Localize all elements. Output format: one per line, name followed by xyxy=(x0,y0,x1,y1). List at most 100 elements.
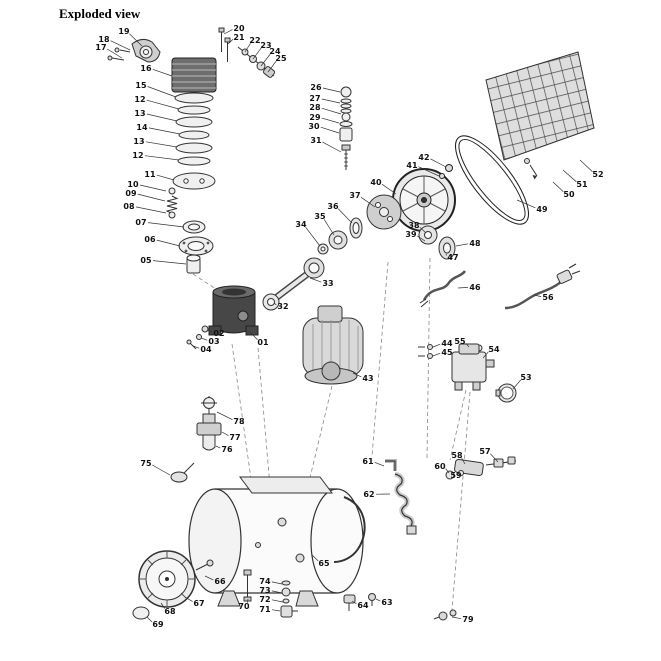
leader-line xyxy=(192,345,200,349)
part-number-label: 45 xyxy=(441,348,453,357)
part-number-label: 74 xyxy=(259,577,271,586)
piston-parts xyxy=(178,220,214,274)
leader-line xyxy=(351,600,357,605)
part-number-label: 54 xyxy=(488,345,500,354)
leader-line xyxy=(146,616,153,623)
leader-line xyxy=(267,60,277,73)
motor-cable-icon xyxy=(419,270,467,308)
part-number-label: 42 xyxy=(418,153,429,162)
leader-line xyxy=(144,155,180,161)
part-number-label: 21 xyxy=(233,33,245,42)
leader-line xyxy=(247,598,249,603)
part-number-label: 71 xyxy=(259,605,271,614)
leader-line xyxy=(135,206,167,214)
leader-line xyxy=(271,581,283,585)
leader-line xyxy=(516,199,536,209)
part-number-label: 72 xyxy=(259,595,270,604)
valve-spring-set xyxy=(165,187,179,219)
leader-line xyxy=(512,379,522,390)
leader-line xyxy=(579,159,593,172)
part-number-label: 04 xyxy=(200,345,212,354)
leader-line xyxy=(451,616,462,620)
leader-line xyxy=(445,468,450,474)
part-number-label: 10 xyxy=(127,180,139,189)
part-number-label: 25 xyxy=(275,54,287,63)
leader-line xyxy=(455,243,469,247)
discharge-hose xyxy=(385,459,417,535)
part-number-label: 40 xyxy=(370,178,382,187)
part-number-label: 53 xyxy=(520,373,531,382)
leader-line xyxy=(184,596,193,602)
leader-line xyxy=(223,29,233,35)
leader-line xyxy=(360,196,376,208)
part-number-label: 57 xyxy=(479,447,490,456)
leader-line xyxy=(148,127,181,135)
part-number-label: 68 xyxy=(164,607,176,616)
leader-line xyxy=(200,337,208,341)
leader-line xyxy=(419,227,427,234)
leader-line xyxy=(417,235,426,242)
part-number-label: 16 xyxy=(140,64,152,73)
part-number-label: 32 xyxy=(277,302,288,311)
head-bolts xyxy=(218,27,231,62)
leader-line xyxy=(215,445,221,449)
part-number-label: 12 xyxy=(134,95,145,104)
part-number-label: 09 xyxy=(125,189,137,198)
part-number-label: 38 xyxy=(408,221,420,230)
part-number-label: 08 xyxy=(123,202,135,211)
part-number-label: 15 xyxy=(135,81,147,90)
part-number-label: 01 xyxy=(257,338,269,347)
leader-line xyxy=(321,98,341,104)
leader-line xyxy=(146,113,178,122)
leader-line xyxy=(139,184,167,192)
regulator-assembly xyxy=(170,396,222,483)
motor-bolts xyxy=(418,344,433,359)
leader-line xyxy=(562,169,577,183)
leader-line xyxy=(311,554,319,562)
part-number-label: 50 xyxy=(563,190,575,199)
leader-line xyxy=(221,431,229,437)
part-number-label: 51 xyxy=(576,180,588,189)
leader-line xyxy=(107,48,123,59)
part-number-label: 64 xyxy=(357,601,369,610)
fitting-79 xyxy=(433,609,457,621)
check-valve-assembly xyxy=(445,456,517,480)
leader-line xyxy=(204,575,214,581)
leader-line xyxy=(227,39,234,45)
part-number-label: 39 xyxy=(405,230,417,239)
part-number-label: 20 xyxy=(233,24,245,33)
leader-line xyxy=(322,87,341,93)
part-number-label: 52 xyxy=(592,170,603,179)
leader-line xyxy=(381,183,397,195)
motor xyxy=(302,305,364,385)
part-number-label: 47 xyxy=(447,253,458,262)
crank-small-parts xyxy=(339,86,353,170)
part-number-label: 06 xyxy=(144,235,156,244)
part-number-label: 77 xyxy=(229,433,240,442)
pressure-gauge xyxy=(495,383,517,403)
part-number-label: 58 xyxy=(451,451,463,460)
tank xyxy=(188,476,366,607)
part-number-label: 70 xyxy=(238,602,250,611)
leader-line xyxy=(152,68,173,77)
part-number-label: 41 xyxy=(406,161,418,170)
part-number-label: 48 xyxy=(469,239,481,248)
part-number-label: 59 xyxy=(450,471,462,480)
leader-line xyxy=(160,602,166,609)
flywheel xyxy=(392,164,456,232)
part-number-label: 27 xyxy=(309,94,320,103)
part-number-label: 60 xyxy=(434,462,446,471)
leader-line xyxy=(248,330,258,340)
connecting-rod xyxy=(262,257,325,311)
part-number-label: 37 xyxy=(349,191,360,200)
leader-line xyxy=(260,53,271,67)
leader-line xyxy=(321,117,340,124)
part-number-label: 46 xyxy=(469,283,481,292)
part-number-label: 17 xyxy=(95,43,106,52)
part-number-label: 49 xyxy=(536,205,548,214)
leader-line xyxy=(418,166,440,177)
leader-line xyxy=(206,329,213,333)
leader-line xyxy=(137,193,166,202)
belt-guard xyxy=(485,51,595,161)
